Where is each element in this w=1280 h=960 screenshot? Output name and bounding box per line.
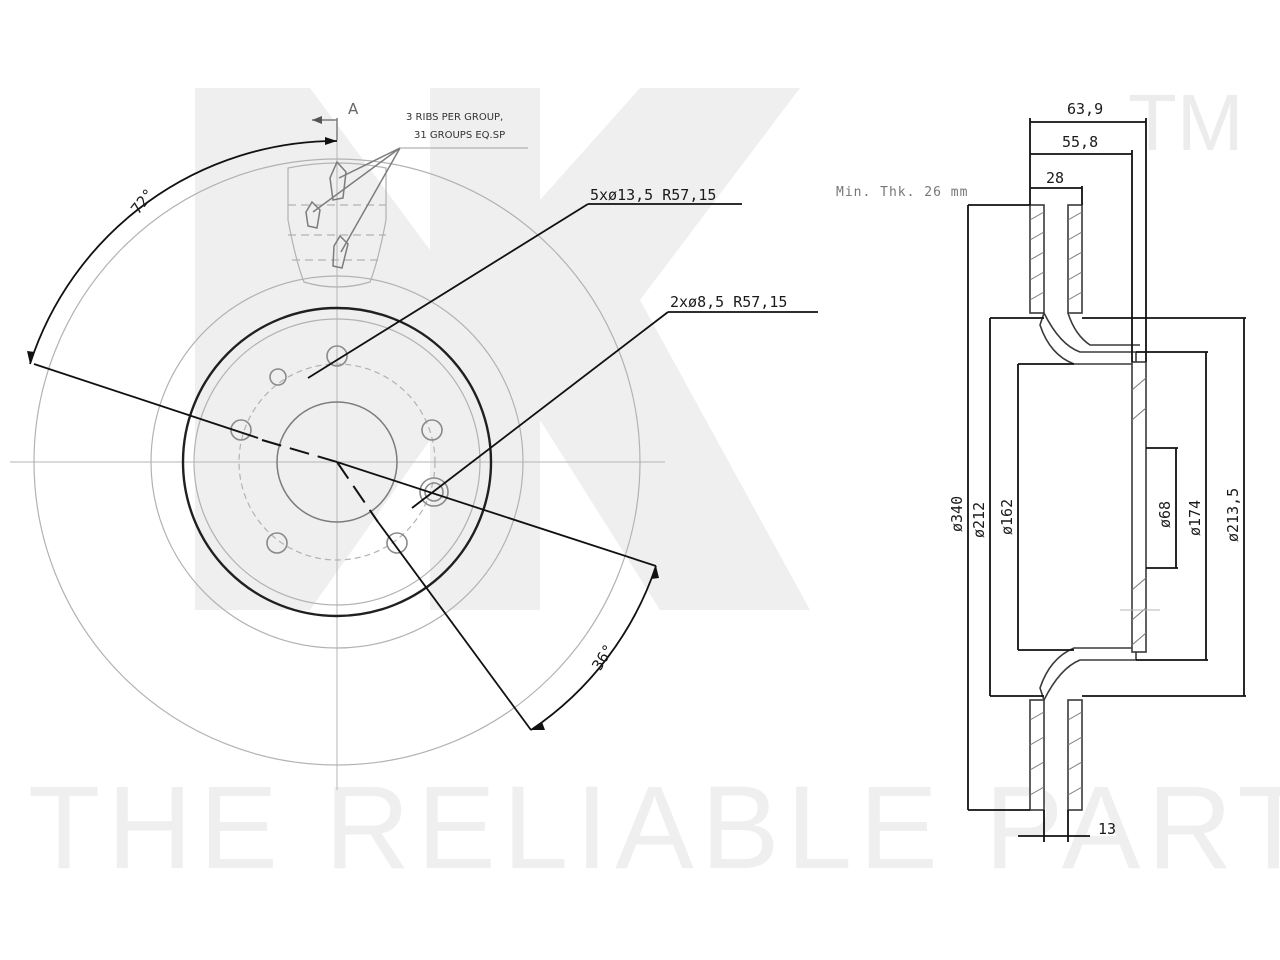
hat-wall-bottom: [1039, 647, 1137, 703]
vent-width-label: 13: [1098, 820, 1116, 838]
dia-friction-inner-label: ø212: [970, 502, 988, 538]
vent-width-dimension: 13: [1018, 810, 1116, 842]
watermark-tm: TM: [1128, 78, 1244, 167]
section-marker-label: A: [348, 100, 359, 118]
rib-note-line2: 31 GROUPS EQ.SP: [414, 130, 505, 141]
rib-section-detail: [287, 147, 528, 288]
watermark-logo: [195, 88, 810, 610]
disc-outer-edge: [33, 158, 641, 766]
pin-hole-outline: [419, 477, 449, 507]
dia-bore-label: ø68: [1156, 501, 1174, 528]
bolt-hole: [326, 345, 348, 367]
dia-hat-inner-label: ø174: [1186, 500, 1204, 536]
hat-depth-label: 55,8: [1062, 133, 1098, 151]
outer-friction-plate-lower: [1029, 699, 1045, 811]
bolt-circle: [238, 363, 436, 561]
hat-step-edge: [193, 318, 481, 606]
dia-hat-label: ø162: [998, 499, 1016, 535]
pin-hole: [269, 368, 287, 386]
dia-hat-outer-label: ø213,5: [1224, 488, 1242, 542]
friction-ring-inner-edge: [150, 275, 524, 649]
disc-thickness-label: 28: [1046, 169, 1064, 187]
pin-holes-callout-text: 2xø8,5 R57,15: [670, 293, 787, 311]
watermark-tagline: THE RELIABLE PART: [28, 762, 1280, 894]
hat-flange: [1131, 361, 1147, 653]
bolt-hole: [386, 532, 408, 554]
disc-cross-section: [1029, 204, 1160, 811]
inner-friction-plate-lower: [1067, 699, 1083, 811]
rib: [329, 160, 347, 201]
min-thickness-note: Min. Thk. 26 mm: [836, 185, 968, 200]
rib-note-line1: 3 RIBS PER GROUP,: [406, 112, 503, 123]
angle-72-label: 72°: [127, 185, 158, 217]
diameter-dimensions: ø340 ø212 ø162 ø68 ø174 ø213,5: [948, 204, 1246, 811]
width-dimensions: 63,9 55,8 28 Min. Thk. 26 mm: [836, 100, 1147, 362]
overall-width-label: 63,9: [1067, 100, 1103, 118]
hat-outer-edge: [181, 306, 493, 618]
side-view: 63,9 55,8 28 Min. Thk. 26 mm ø340 ø212 ø…: [836, 100, 1246, 842]
bolt-holes-callout: 5xø13,5 R57,15: [307, 186, 742, 379]
angle-36-label: 36°: [588, 641, 618, 674]
watermark: TM THE RELIABLE PART: [28, 78, 1280, 894]
pin-hole: [424, 482, 444, 502]
dia-outer-label: ø340: [948, 496, 966, 532]
front-view: 3 RIBS PER GROUP, 31 GROUPS EQ.SP A 5xø1…: [10, 100, 818, 790]
section-hatching: [1029, 211, 1147, 796]
inner-friction-plate: [1067, 204, 1083, 314]
bolt-hole: [421, 419, 443, 441]
pin-holes-callout: 2xø8,5 R57,15: [411, 293, 818, 509]
center-bore: [276, 401, 398, 523]
section-marker: A: [312, 100, 359, 140]
outer-friction-plate: [1029, 204, 1045, 314]
bolt-holes-callout-text: 5xø13,5 R57,15: [590, 186, 716, 204]
bolt-hole: [266, 532, 288, 554]
